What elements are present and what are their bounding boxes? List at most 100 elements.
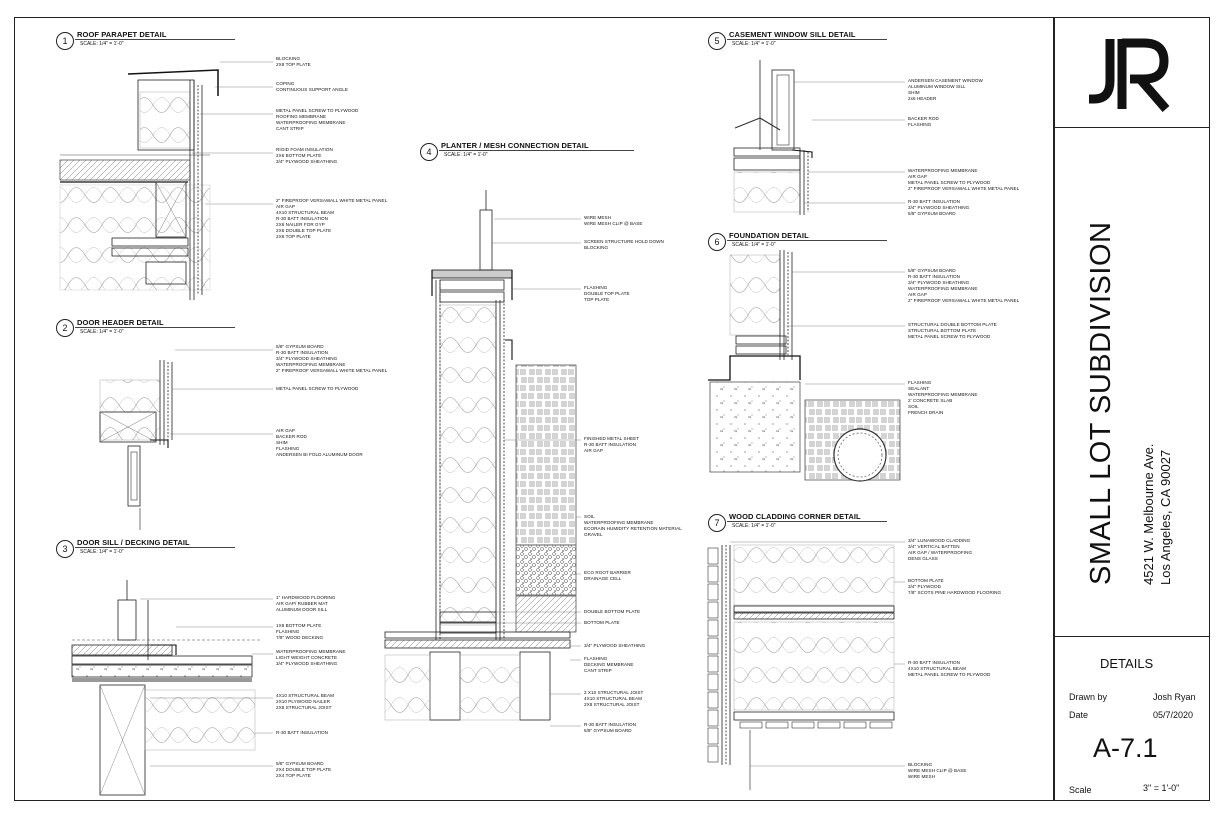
callout-label: FLASHING bbox=[908, 380, 932, 385]
callout-label: 2X6 TOP PLATE bbox=[276, 234, 311, 239]
title-underline bbox=[727, 521, 887, 522]
callout-label: 3/4" PLYWOOD SHEATHING bbox=[584, 643, 646, 648]
callout-label: WATERPROOFING MEMBRANE bbox=[908, 392, 978, 397]
callout-label: 3/4" PLYWOOD SHEATHING bbox=[276, 159, 338, 164]
detail-title: FOUNDATION DETAIL bbox=[729, 231, 809, 240]
callout-label: ECORAIN HUMIDITY RETENTION MATERIAL bbox=[584, 526, 682, 531]
callout-label: FLASHING bbox=[584, 285, 608, 290]
callout-label: STRUCTURAL BOTTOM PLATE bbox=[908, 328, 977, 333]
callout-label: BLOCKING bbox=[908, 762, 933, 767]
callout-label: COPING bbox=[276, 81, 295, 86]
callout-label: 5/8" GYPSUM BOARD bbox=[276, 344, 324, 349]
drawn-by-value: Josh Ryan bbox=[1153, 692, 1196, 702]
callout-label: 2X8 STRUCTURAL JOIST bbox=[584, 702, 640, 707]
detail-number-bubble: 3 bbox=[56, 540, 74, 558]
callout-label: 4X10 STRUCTURAL BEAM bbox=[908, 666, 967, 671]
project-name: SMALL LOT SUBDIVISION bbox=[1085, 221, 1117, 585]
sheet-border bbox=[14, 17, 1210, 801]
callout-label: SCREEN STRUCTURE HOLD DOWN bbox=[584, 239, 664, 244]
callout-label: R-30 BATT INSULATION bbox=[276, 350, 329, 355]
callout-label: SHIM bbox=[276, 440, 288, 445]
section-title: DETAILS bbox=[1100, 656, 1154, 671]
callout-label: DECKING MEMBRANE bbox=[584, 662, 634, 667]
callout-label: 4X10 STRUCTURAL BEAM bbox=[276, 693, 335, 698]
callout-label: ANDERSEN BI FOLD ALUMINUM DOOR bbox=[276, 452, 363, 457]
callout-label: 5/8" GYPSUM BOARD bbox=[908, 268, 956, 273]
callout-label: 2X4 DOUBLE TOP PLATE bbox=[276, 767, 332, 772]
scale-value: 3" = 1'-0" bbox=[1143, 783, 1180, 793]
callout-label: BACKER ROD bbox=[276, 434, 307, 439]
title-underline bbox=[75, 327, 235, 328]
callout-label: 7/8" WOOD DECKING bbox=[276, 635, 324, 640]
callout-label: 3/4" VERTICAL BATTEN bbox=[908, 544, 960, 549]
callout-label: METAL PANEL SCREW TO PLYWOOD bbox=[276, 108, 359, 113]
callout-label: WIRE MESH bbox=[584, 215, 611, 220]
title-underline bbox=[439, 150, 634, 151]
title-block-divider bbox=[1053, 127, 1210, 128]
detail-scale: SCALE: 1/4" = 1'-0" bbox=[732, 242, 776, 248]
callout-label: BACKER ROD bbox=[908, 116, 939, 121]
title-underline bbox=[75, 547, 235, 548]
detail-scale: SCALE: 1/4" = 1'-0" bbox=[732, 41, 776, 47]
callout-label: CANT STRIP bbox=[584, 668, 612, 673]
detail-title: PLANTER / MESH CONNECTION DETAIL bbox=[441, 141, 589, 150]
sheet-number: A-7.1 bbox=[1093, 733, 1158, 763]
callout-label: 2" FIREPROOF VERSAWALL WHITE METAL PANEL bbox=[908, 186, 1020, 191]
callout-label: FLASHING bbox=[908, 122, 932, 127]
callout-group: BOTTOM PLATE bbox=[584, 620, 620, 626]
callout-label: 2X8 STRUCTURAL JOIST bbox=[276, 705, 332, 710]
callout-label: METAL PANEL SCREW TO PLYWOOD bbox=[276, 386, 359, 391]
callout-label: SOIL bbox=[908, 404, 919, 409]
callout-label: 3/4" PLYWOOD SHEATHING bbox=[908, 205, 970, 210]
callout-label: RIGID FOAM INSULATION bbox=[276, 147, 333, 152]
callout-label: WATERPROOFING MEMBRANE bbox=[584, 520, 654, 525]
callout-label: WATERPROOFING MEMBRANE bbox=[276, 649, 346, 654]
detail-scale: SCALE: 1/4" = 1'-0" bbox=[80, 329, 124, 335]
callout-label: 2X6 NAILER FOR GYP bbox=[276, 222, 325, 227]
date-label: Date bbox=[1069, 710, 1089, 720]
callout-label: 5/8" GYPSUM BOARD bbox=[584, 728, 632, 733]
title-block-divider bbox=[1053, 17, 1055, 801]
callout-label: FLASHING bbox=[584, 656, 608, 661]
detail-number-bubble: 5 bbox=[708, 32, 726, 50]
callout-label: METAL PANEL SCREW TO PLYWOOD bbox=[908, 334, 991, 339]
callout-label: 2x6 HEADER bbox=[908, 96, 937, 101]
title-underline bbox=[727, 39, 887, 40]
callout-group: DOUBLE BOTTOM PLATE bbox=[584, 609, 640, 615]
callout-label: 2' CONCRETE SLAB bbox=[908, 398, 953, 403]
callout-label: AIR GAP bbox=[276, 204, 295, 209]
callout-label: 1" HARDWOOD FLOORING bbox=[276, 595, 336, 600]
callout-label: ALUMINUM DOOR SILL bbox=[276, 607, 328, 612]
callout-label: FRENCH DRAIN bbox=[908, 410, 944, 415]
callout-label: DOUBLE BOTTOM PLATE bbox=[584, 609, 641, 614]
callout-group: 2" FIREPROOF VERSAWALL WHITE METAL PANEL… bbox=[276, 198, 387, 240]
callout-label: CONTINUOUS SUPPORT ANGLE bbox=[276, 87, 348, 92]
callout-label: DOUBLE TOP PLATE bbox=[584, 291, 630, 296]
callout-label: TOP PLATE bbox=[584, 297, 610, 302]
detail-title: CASEMENT WINDOW SILL DETAIL bbox=[729, 30, 856, 39]
detail-number-bubble: 6 bbox=[708, 233, 726, 251]
callout-label: R-30 BATT INSULATION bbox=[584, 442, 637, 447]
callout-label: ROOFING MEMBRANE bbox=[276, 114, 327, 119]
callout-group: 3/4" PLYWOOD SHEATHING bbox=[584, 643, 645, 649]
callout-label: R-30 BATT INSULATION bbox=[276, 216, 329, 221]
detail-title: WOOD CLADDING CORNER DETAIL bbox=[729, 512, 861, 521]
callout-label: 2" FIREPROOF VERSAWALL WHITE METAL PANEL bbox=[908, 298, 1020, 303]
detail-number-bubble: 7 bbox=[708, 514, 726, 532]
callout-label: AIR GAP/ RUBBER MAT bbox=[276, 601, 328, 606]
